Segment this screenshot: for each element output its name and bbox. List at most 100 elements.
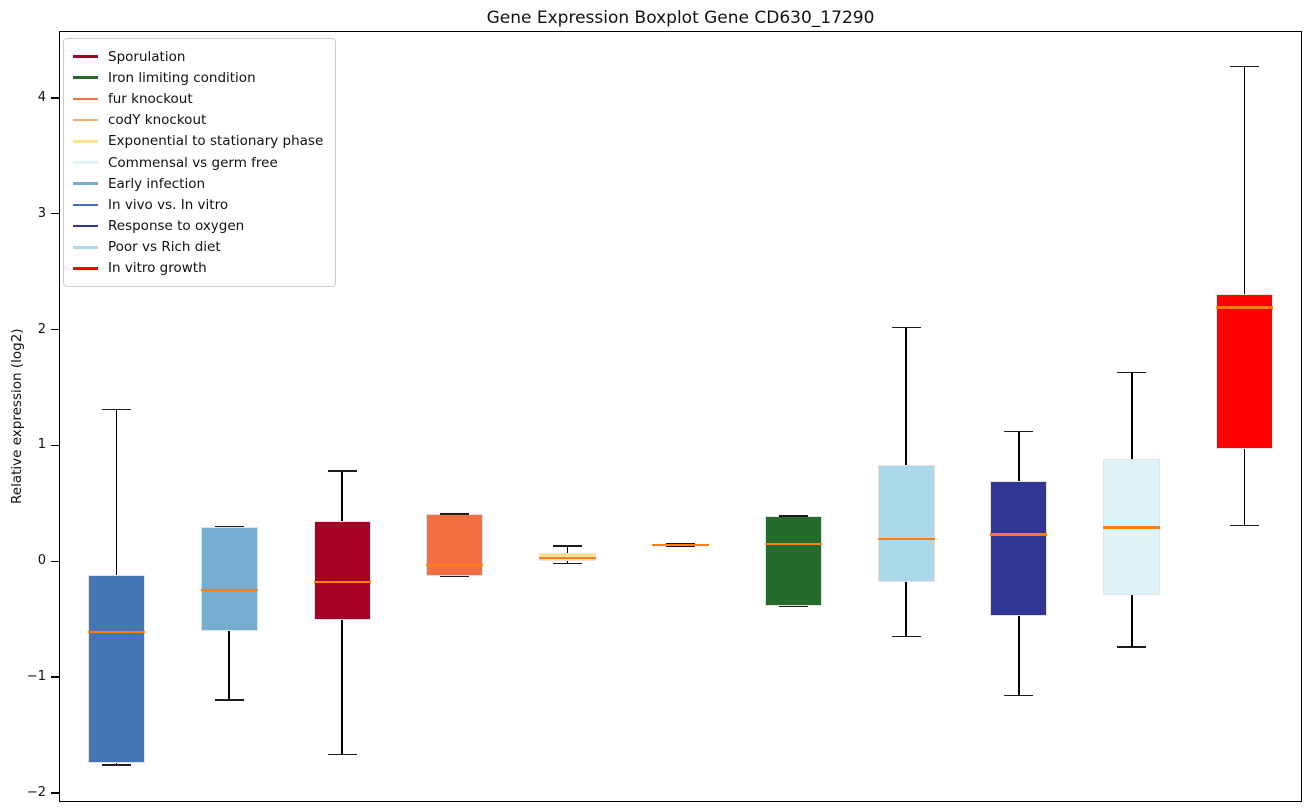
y-tick-label: 2 [37, 321, 46, 337]
legend-item-in-vitro-growth: In vitro growth [73, 258, 323, 279]
upper-whisker-cap [1230, 65, 1260, 68]
legend-line-swatch [73, 182, 98, 186]
upper-whisker-cap [778, 515, 808, 517]
y-axis-label: Relative expression (log2) [9, 328, 25, 505]
legend-label: Response to oxygen [108, 218, 245, 235]
legend-item-iron-limiting-condition: Iron limiting condition [73, 67, 323, 88]
lower-whisker [115, 762, 118, 766]
lower-whisker-cap [214, 699, 244, 701]
lower-whisker-cap [327, 753, 357, 756]
legend-label: fur knockout [108, 90, 193, 107]
legend-item-early-infection: Early infection [73, 173, 323, 194]
median-line [764, 542, 822, 546]
legend-item-cody-knockout: codY knockout [73, 110, 323, 131]
legend-label: Poor vs Rich diet [108, 239, 221, 256]
legend-item-in-vivo-vs-in-vitro: In vivo vs. In vitro [73, 194, 323, 215]
legend-line-swatch [73, 203, 98, 207]
chart-title: Gene Expression Boxplot Gene CD630_17290 [486, 8, 875, 28]
legend-label: codY knockout [108, 112, 207, 129]
box [990, 481, 1048, 616]
legend-line-swatch [73, 267, 98, 270]
upper-whisker-cap [1117, 371, 1147, 374]
legend-label: Commensal vs germ free [108, 154, 278, 171]
y-tick-mark [51, 97, 59, 99]
upper-whisker [905, 327, 907, 466]
median-line [1103, 526, 1161, 529]
lower-whisker [1243, 448, 1246, 526]
box [426, 513, 484, 577]
lower-whisker-cap [891, 635, 921, 638]
legend-item-commensal-vs-germ-free: Commensal vs germ free [73, 152, 323, 173]
legend-line-swatch [73, 140, 98, 143]
legend-line-swatch [73, 224, 98, 228]
y-tick-label: 4 [37, 90, 46, 105]
lower-whisker [228, 630, 230, 701]
y-tick-mark [51, 676, 59, 678]
legend-item-response-to-oxygen: Response to oxygen [73, 216, 323, 237]
upper-whisker-cap [1004, 430, 1034, 433]
box [87, 575, 145, 763]
upper-whisker-cap [214, 525, 244, 528]
lower-whisker [341, 620, 343, 755]
lower-whisker-cap [1117, 646, 1147, 648]
y-tick-mark [51, 328, 59, 331]
upper-whisker-cap [553, 545, 583, 547]
y-tick-mark [51, 213, 59, 215]
median-line [877, 538, 935, 541]
median-line [1216, 306, 1274, 309]
lower-whisker-cap [1230, 524, 1260, 527]
legend-item-fur-knockout: fur knockout [73, 88, 323, 109]
upper-whisker [566, 546, 569, 554]
y-tick-label: 1 [37, 437, 46, 453]
median-line [652, 543, 709, 547]
median-line [200, 589, 258, 592]
y-tick-label: −2 [26, 784, 46, 800]
lower-whisker-cap [553, 562, 583, 565]
legend-line-swatch [73, 118, 98, 122]
upper-whisker-cap [327, 470, 357, 472]
upper-whisker-cap [101, 408, 131, 411]
upper-whisker-cap [891, 326, 921, 329]
y-tick-label: 3 [37, 205, 46, 221]
legend-item-sporulation: Sporulation [73, 46, 323, 67]
legend-label: Early infection [108, 175, 206, 192]
legend-line-swatch [73, 161, 98, 164]
legend-line-swatch [73, 76, 98, 80]
median-line [313, 580, 371, 584]
lower-whisker [1131, 594, 1133, 647]
upper-whisker [1243, 66, 1246, 294]
upper-whisker [1018, 431, 1020, 482]
legend-item-exponential-to-stationary-phase: Exponential to stationary phase [73, 131, 323, 152]
upper-whisker [1131, 372, 1133, 460]
box [313, 520, 371, 621]
y-tick-mark [51, 560, 59, 562]
box [764, 516, 822, 607]
legend-line-swatch [73, 245, 98, 249]
legend-line-swatch [73, 55, 98, 58]
y-tick-mark [51, 792, 59, 794]
lower-whisker-cap [778, 605, 808, 608]
lower-whisker [905, 582, 907, 637]
median-line [426, 563, 484, 566]
box [200, 526, 258, 631]
upper-whisker [115, 409, 118, 576]
legend-line-swatch [73, 97, 98, 101]
median-line [990, 533, 1048, 536]
boxplot-layer [60, 32, 1301, 801]
legend-label: In vitro growth [108, 260, 207, 277]
lower-whisker-cap [101, 764, 131, 766]
lower-whisker [1018, 615, 1020, 696]
y-tick-label: −1 [26, 669, 46, 685]
lower-whisker [566, 561, 569, 564]
legend-label: Exponential to stationary phase [108, 133, 324, 150]
y-tick-mark [51, 444, 59, 447]
y-tick-label: 0 [37, 553, 46, 569]
median-line [87, 630, 145, 634]
box [1216, 293, 1274, 449]
legend-item-poor-vs-rich-diet: Poor vs Rich diet [73, 237, 323, 258]
median-line [539, 556, 597, 559]
upper-whisker-cap [440, 513, 470, 515]
legend-label: Sporulation [108, 48, 186, 65]
legend-label: In vivo vs. In vitro [108, 196, 229, 213]
